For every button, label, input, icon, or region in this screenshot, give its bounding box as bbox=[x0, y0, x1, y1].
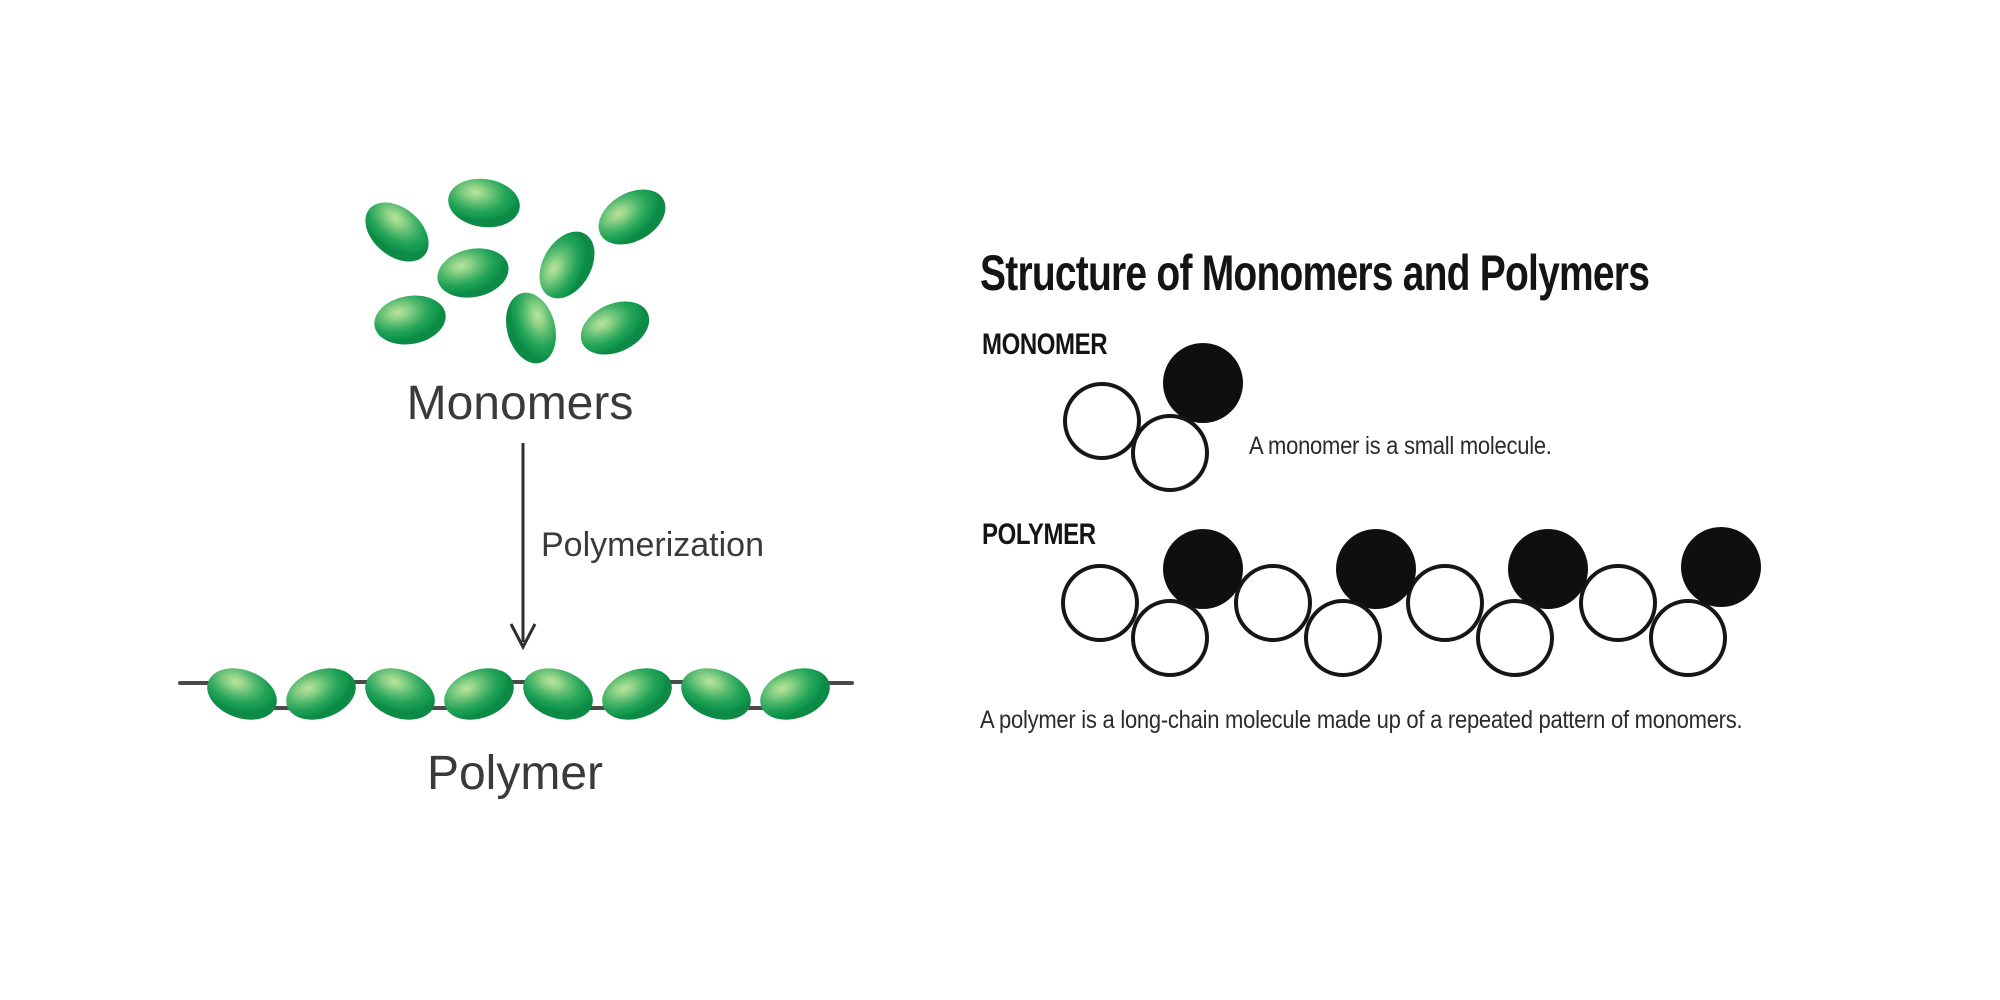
monomer-ellipse bbox=[528, 221, 606, 309]
chain-bead bbox=[673, 659, 759, 729]
monomer-ellipse bbox=[498, 287, 564, 369]
chain-link bbox=[426, 706, 452, 710]
chain-bead bbox=[594, 659, 680, 729]
chain-link bbox=[505, 680, 531, 684]
chain-link bbox=[742, 706, 768, 710]
white-circle bbox=[1131, 414, 1209, 492]
white-circle bbox=[1406, 564, 1484, 642]
chain-link bbox=[584, 706, 610, 710]
black-circle bbox=[1336, 529, 1416, 609]
white-circle bbox=[1063, 382, 1141, 460]
monomer-ellipse bbox=[445, 174, 523, 232]
monomer-ellipse bbox=[353, 190, 441, 274]
chain-bead bbox=[357, 659, 443, 729]
white-circle bbox=[1579, 564, 1657, 642]
chain-link bbox=[663, 680, 689, 684]
black-circle bbox=[1508, 529, 1588, 609]
white-circle bbox=[1649, 599, 1727, 677]
chain-bead bbox=[278, 659, 364, 729]
white-circle bbox=[1131, 599, 1209, 677]
polymer-caption: A polymer is a long-chain molecule made … bbox=[980, 706, 1743, 734]
chain-bead bbox=[436, 659, 522, 729]
chain-link bbox=[822, 681, 854, 685]
polymerization-label: Polymerization bbox=[541, 526, 764, 564]
chain-bead bbox=[752, 659, 838, 729]
monomer-caption: A monomer is a small molecule. bbox=[1249, 432, 1552, 460]
black-circle bbox=[1163, 343, 1243, 423]
chain-bead bbox=[199, 659, 285, 729]
monomers-label: Monomers bbox=[406, 377, 634, 430]
white-circle bbox=[1234, 564, 1312, 642]
chain-link bbox=[268, 706, 294, 710]
white-circle bbox=[1304, 599, 1382, 677]
white-circle bbox=[1476, 599, 1554, 677]
monomer-ellipse bbox=[588, 178, 676, 256]
polymer-heading: POLYMER bbox=[982, 518, 1096, 551]
structure-title: Structure of Monomers and Polymers bbox=[980, 245, 1650, 301]
monomer-ellipse bbox=[572, 291, 658, 365]
white-circle bbox=[1061, 564, 1139, 642]
monomer-heading: MONOMER bbox=[982, 328, 1108, 361]
black-circle bbox=[1163, 529, 1243, 609]
polymer-label: Polymer bbox=[426, 747, 604, 800]
monomer-ellipse bbox=[432, 242, 514, 304]
monomer-ellipse bbox=[370, 290, 450, 350]
chain-link bbox=[347, 680, 373, 684]
polymerization-arrow bbox=[509, 443, 537, 651]
black-circle bbox=[1681, 527, 1761, 607]
chain-link bbox=[178, 681, 212, 685]
chain-bead bbox=[515, 659, 601, 729]
